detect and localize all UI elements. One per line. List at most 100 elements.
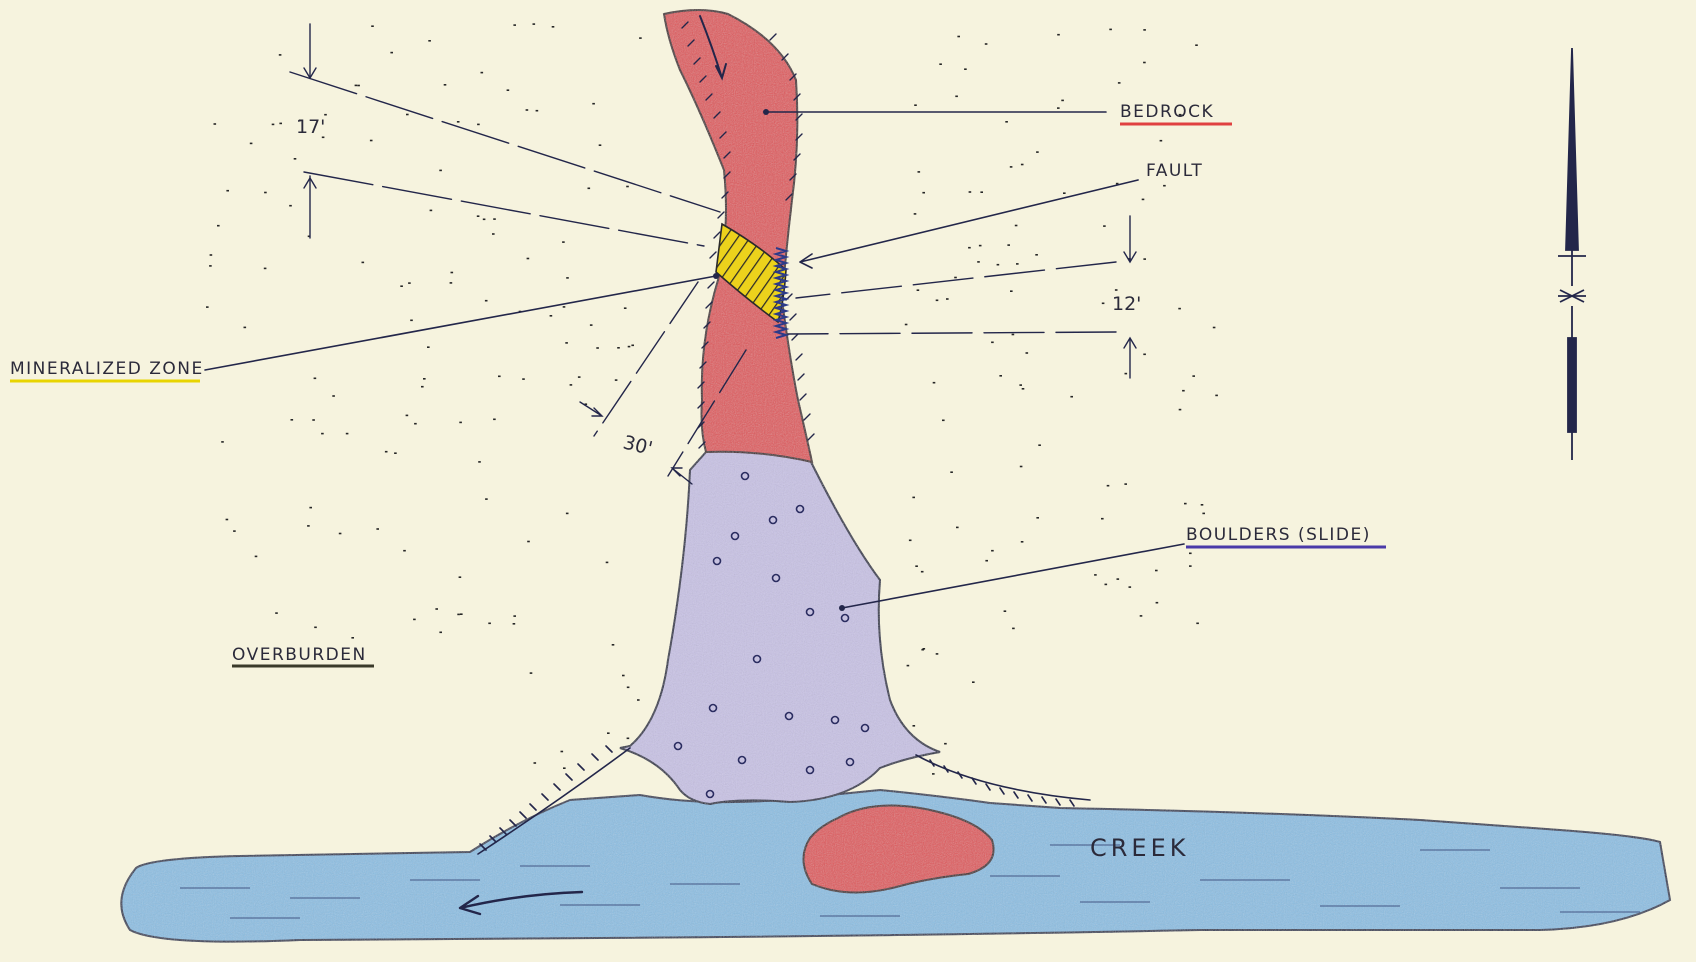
stipple-dot	[964, 68, 967, 70]
stipple-dot	[942, 420, 945, 422]
stipple-dot	[923, 648, 926, 650]
stipple-dot	[536, 110, 539, 112]
stipple-dot	[250, 143, 253, 145]
stipple-dot	[206, 306, 209, 308]
stipple-dot	[631, 345, 634, 347]
stipple-dot	[457, 614, 460, 616]
stipple-dot	[1057, 107, 1060, 109]
fault-label: FAULT	[1146, 161, 1203, 181]
stipple-dot	[459, 576, 462, 578]
stipple-dot	[214, 123, 217, 125]
stipple-dot	[1140, 615, 1143, 617]
mineralized-zone-label: MINERALIZED ZONE	[10, 359, 204, 379]
stipple-dot	[1005, 121, 1008, 123]
stipple-dot	[563, 767, 566, 769]
stipple-dot	[622, 675, 625, 677]
stipple-dot	[406, 114, 409, 116]
stipple-dot	[459, 422, 462, 424]
stipple-dot	[592, 103, 595, 105]
stipple-dot	[413, 619, 416, 621]
stipple-dot	[1129, 586, 1132, 588]
stipple-dot	[1021, 164, 1024, 166]
stipple-dot	[915, 565, 918, 567]
stipple-dot	[565, 342, 568, 344]
stipple-dot	[385, 451, 388, 453]
stipple-dot	[550, 315, 553, 317]
stipple-dot	[355, 85, 358, 87]
stipple-dot	[403, 550, 406, 552]
stipple-dot	[1189, 553, 1192, 555]
stipple-dot	[997, 264, 1000, 266]
stipple-dot	[563, 306, 566, 308]
stipple-dot	[932, 773, 935, 775]
stipple-dot	[922, 192, 925, 194]
stipple-dot	[909, 540, 912, 542]
stipple-dot	[279, 54, 282, 56]
stipple-dot	[590, 324, 593, 326]
stipple-dot	[530, 672, 533, 674]
stipple-dot	[1010, 166, 1013, 168]
stipple-dot	[1063, 192, 1066, 194]
stipple-dot	[969, 191, 972, 193]
stipple-dot	[1019, 384, 1022, 386]
stipple-dot	[1117, 578, 1120, 580]
stipple-dot	[914, 104, 917, 106]
stipple-dot	[956, 527, 959, 529]
stipple-dot	[1196, 623, 1199, 625]
stipple-dot	[291, 419, 294, 421]
stipple-dot	[264, 192, 267, 194]
stipple-dot	[1125, 373, 1128, 375]
stipple-dot	[1182, 390, 1185, 392]
stipple-dot	[493, 218, 496, 220]
stipple-dot	[314, 627, 317, 629]
stipple-dot	[427, 346, 430, 348]
stipple-dot	[1160, 140, 1163, 142]
stipple-dot	[977, 261, 980, 263]
stipple-dot	[493, 419, 496, 421]
stipple-dot	[1184, 503, 1187, 505]
stipple-dot	[513, 24, 516, 26]
stipple-dot	[279, 123, 282, 125]
stipple-dot	[481, 72, 484, 74]
stipple-dot	[410, 320, 413, 322]
stipple-dot	[1020, 466, 1023, 468]
stipple-dot	[570, 384, 573, 386]
stipple-dot	[1178, 308, 1181, 310]
stipple-dot	[406, 415, 409, 417]
stipple-dot	[376, 528, 379, 530]
stipple-dot	[1115, 289, 1118, 291]
stipple-dot	[492, 233, 495, 235]
stipple-dot	[985, 43, 988, 45]
stipple-dot	[991, 342, 994, 344]
stipple-dot	[460, 613, 463, 615]
boulders-slide-area	[620, 450, 940, 804]
stipple-dot	[1070, 396, 1073, 398]
stipple-dot	[1057, 34, 1060, 36]
stipple-dot	[1026, 352, 1029, 354]
stipple-dot	[414, 423, 417, 425]
stipple-dot	[1202, 513, 1205, 515]
stipple-dot	[950, 471, 953, 473]
stipple-dot	[1143, 258, 1146, 260]
stipple-dot	[907, 665, 910, 667]
stipple-dot	[1036, 517, 1039, 519]
dimension-30-label: 30'	[621, 432, 655, 460]
stipple-dot	[955, 96, 958, 98]
stipple-dot	[217, 225, 220, 227]
stipple-dot	[552, 26, 555, 28]
stipple-dot	[936, 300, 939, 302]
stipple-dot	[534, 762, 537, 764]
stipple-dot	[627, 687, 630, 689]
stipple-dot	[917, 289, 920, 291]
stipple-dot	[264, 268, 267, 270]
stipple-dot	[371, 25, 374, 27]
stipple-dot	[513, 623, 516, 625]
stipple-dot	[1118, 82, 1121, 84]
stipple-dot	[1004, 610, 1007, 612]
stipple-dot	[1101, 518, 1104, 520]
overburden-label: OVERBURDEN	[232, 645, 367, 665]
stipple-dot	[294, 158, 297, 160]
stipple-dot	[450, 282, 453, 284]
stipple-dot	[430, 210, 433, 212]
stipple-dot	[255, 556, 258, 558]
